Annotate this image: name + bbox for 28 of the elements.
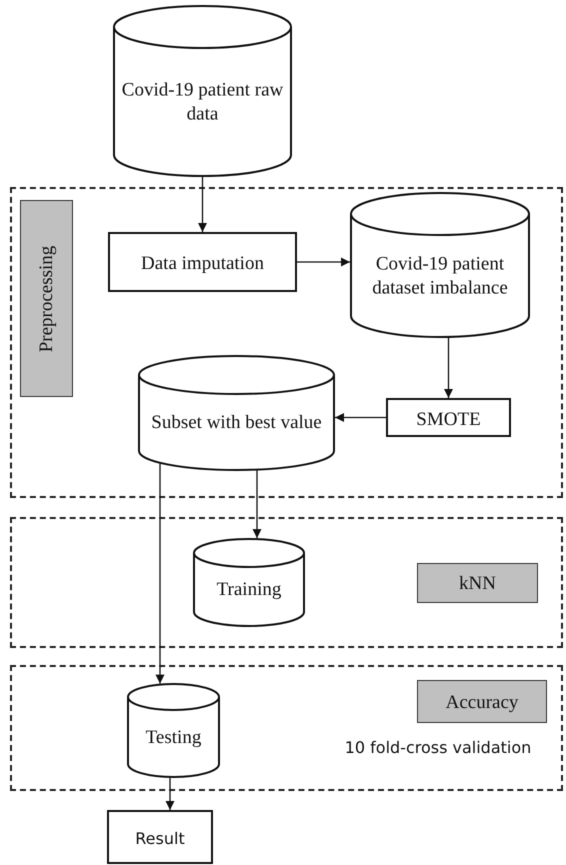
arrow (335, 413, 386, 422)
arrow (444, 338, 453, 398)
label-box (20, 200, 73, 397)
node-text: Result (134, 829, 186, 849)
node-text: Preprocessing (34, 245, 58, 352)
arrow (252, 470, 262, 538)
node-text: Subset with best value (150, 411, 323, 435)
process-box (108, 232, 297, 292)
node-text: Training (216, 578, 282, 602)
dashed-group-frame (10, 517, 563, 648)
node-text: SMOTE (415, 408, 482, 432)
arrow (156, 464, 164, 684)
arrow (198, 177, 207, 232)
node-text: Covid-19 patient raw data (120, 78, 284, 126)
process-box (386, 398, 511, 437)
label-box (417, 563, 538, 603)
dashed-group-frame (10, 187, 563, 498)
label-box (417, 680, 547, 723)
node-text: Accuracy (444, 690, 520, 714)
node-text: Covid-19 patient dataset imbalance (371, 252, 509, 300)
node-text: Data imputation (140, 252, 265, 276)
dashed-group-frame (10, 665, 563, 791)
node-text: kNN (458, 572, 497, 596)
arrow (297, 258, 350, 266)
process-box (107, 810, 213, 864)
node-text: Testing (144, 726, 202, 750)
note-text: 10 fold-cross validation (344, 738, 532, 758)
arrow (166, 778, 174, 810)
